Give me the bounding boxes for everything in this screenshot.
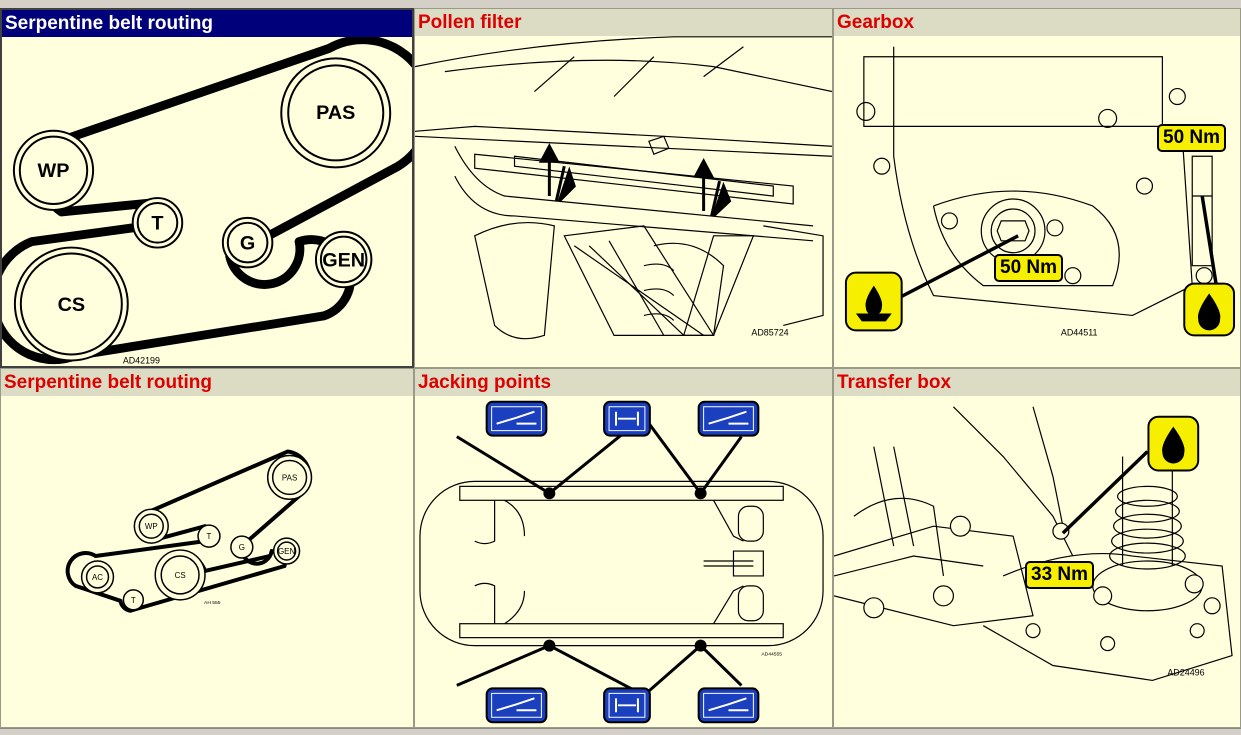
panel-jacking-points[interactable]: Jacking points xyxy=(414,368,833,728)
figure-code: AD42199 xyxy=(123,355,160,365)
pulley-label-t: T xyxy=(151,213,163,235)
pulley-label-ac: AC xyxy=(92,573,103,582)
transfer-box-drawing: AD24496 xyxy=(834,406,1233,682)
pulley-label-g: G xyxy=(239,543,245,552)
pulley-label-pas: PAS xyxy=(282,473,297,482)
thumbnail-grid: Serpentine belt routing PAS WP T G GEN C… xyxy=(0,8,1241,728)
pollen-filter-drawing: AD85724 xyxy=(415,36,832,340)
pulley-label-t1: T xyxy=(207,532,212,541)
figure-code: AD85724 xyxy=(751,327,788,337)
panel-serpentine-belt-2[interactable]: Serpentine belt routing PAS WP T G xyxy=(0,368,414,728)
panel-title: Serpentine belt routing xyxy=(2,10,412,37)
torque-label-mid: 50 Nm xyxy=(994,254,1064,282)
panel-title: Serpentine belt routing xyxy=(1,369,413,396)
pulley-label-g: G xyxy=(240,233,255,255)
panel-serpentine-belt-1[interactable]: Serpentine belt routing PAS WP T G GEN C… xyxy=(0,8,414,368)
figure-code: AH 555 xyxy=(204,600,221,606)
window-bottom-edge xyxy=(0,728,1241,735)
pulley-label-gen: GEN xyxy=(278,547,295,556)
pulley-label-wp: WP xyxy=(38,160,70,182)
pulley-label-cs: CS xyxy=(175,571,186,580)
jack-icons xyxy=(485,400,760,724)
torque-label: 33 Nm xyxy=(1025,561,1095,589)
figure-code: AD24496 xyxy=(1167,667,1204,677)
figure-code: AD44511 xyxy=(1061,327,1098,337)
pulley-label-gen: GEN xyxy=(322,249,365,271)
pulley-label-pas: PAS xyxy=(316,102,355,124)
gearbox-drawing: AD44511 xyxy=(844,46,1236,337)
belt-diagram-small: PAS WP T G GEN AC CS T AH 555 xyxy=(65,449,313,613)
panel-gearbox[interactable]: Gearbox AD44511 xyxy=(833,8,1241,368)
jacking-points-drawing: AD44555 xyxy=(419,400,824,724)
panel-title: Transfer box xyxy=(834,369,1240,396)
panel-title: Gearbox xyxy=(834,9,1240,36)
torque-label-top: 50 Nm xyxy=(1157,124,1227,152)
pulley-label-cs: CS xyxy=(58,294,86,316)
panel-title: Pollen filter xyxy=(415,9,832,36)
panel-title: Jacking points xyxy=(415,369,832,396)
panel-transfer-box[interactable]: Transfer box AD24496 33 xyxy=(833,368,1241,728)
pulley-label-t2: T xyxy=(131,596,136,605)
panel-pollen-filter[interactable]: Pollen filter AD85724 xyxy=(414,8,833,368)
pulley-label-wp: WP xyxy=(145,522,158,531)
figure-code: AD44555 xyxy=(761,652,782,658)
belt-diagram-large: PAS WP T G GEN CS AD42199 xyxy=(2,37,412,365)
